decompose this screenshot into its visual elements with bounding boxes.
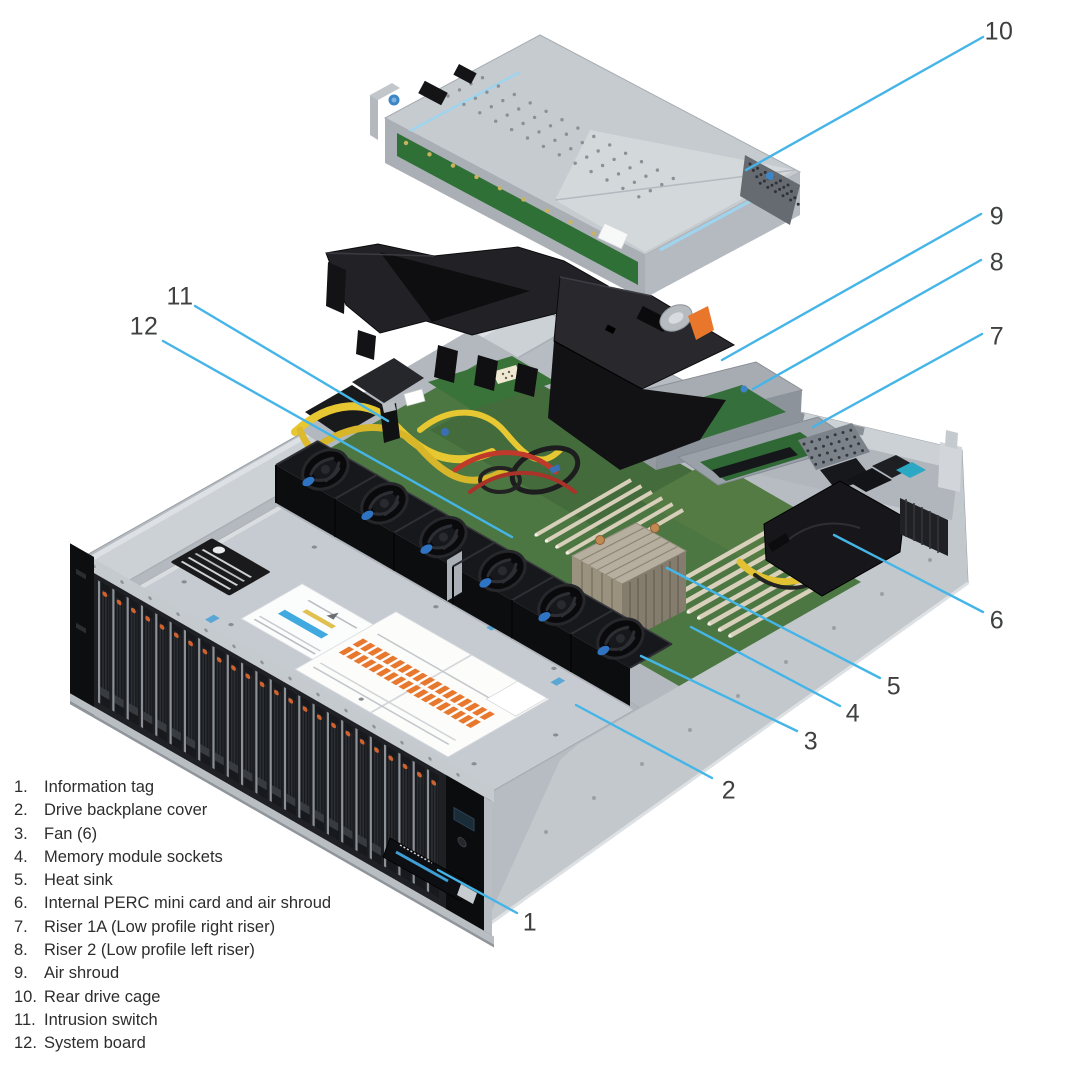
legend-item-label: System board	[44, 1034, 146, 1053]
legend-item-9: 9. Air shroud	[14, 963, 331, 986]
legend-item-6: 6. Internal PERC mini card and air shroud	[14, 893, 331, 916]
callout-number-6: 6	[989, 606, 1005, 635]
legend-item-number: 8.	[14, 941, 28, 960]
rear-io-ports	[846, 455, 948, 556]
callout-number-11: 11	[166, 282, 194, 311]
leader-line-7	[811, 332, 984, 429]
legend-item-number: 1.	[14, 778, 28, 796]
legend-item-label: Riser 2 (Low profile left riser)	[44, 941, 255, 960]
legend-item-number: 7.	[14, 917, 28, 936]
service-label-white-3	[485, 680, 548, 717]
legend-item-number: 3.	[14, 824, 28, 843]
front-panel	[70, 543, 494, 948]
right-control-panel	[446, 774, 492, 936]
legend-item-1: 1. Information tag	[14, 777, 331, 800]
system-board	[291, 330, 948, 686]
legend-item-2: 2. Drive backplane cover	[14, 800, 331, 823]
legend-item-11: 11. Intrusion switch	[14, 1010, 331, 1033]
leader-line-9	[720, 212, 983, 362]
riser-1a	[676, 416, 872, 490]
leader-line-8	[751, 258, 983, 391]
leader-line-10	[744, 35, 985, 172]
callout-number-5: 5	[886, 672, 902, 701]
leader-line-12	[161, 339, 514, 539]
cables	[291, 402, 581, 495]
legend-item-label: Drive backplane cover	[44, 801, 208, 820]
intrusion-switch	[380, 401, 400, 443]
legend-item-10: 10. Rear drive cage	[14, 987, 331, 1010]
service-label-black	[171, 538, 270, 596]
legend-item-number: 6.	[14, 894, 28, 913]
leader-line-6	[832, 533, 985, 614]
leader-line-1	[436, 868, 519, 915]
legend-item-4: 4. Memory module sockets	[14, 847, 331, 870]
callout-number-9: 9	[989, 202, 1005, 231]
legend: 1. Information tag 2. Drive backplane cove…	[14, 777, 331, 1057]
leader-lines	[161, 35, 985, 915]
callout-number-3: 3	[803, 727, 819, 756]
service-label-white-2	[294, 611, 550, 758]
legend-item-number: 5.	[14, 871, 28, 890]
callout-number-4: 4	[845, 699, 861, 728]
legend-item-number: 4.	[14, 847, 28, 866]
left-rack-ear	[70, 543, 94, 718]
air-shroud	[325, 243, 736, 470]
legend-item-label: Heat sink	[44, 871, 113, 890]
legend-item-label: Memory module sockets	[44, 847, 223, 866]
legend-item-number: 10.	[14, 987, 37, 1006]
legend-item-8: 8. Riser 2 (Low profile left riser)	[14, 940, 331, 963]
leader-line-11	[193, 304, 390, 423]
legend-item-3: 3. Fan (6)	[14, 824, 331, 847]
legend-item-number: 9.	[14, 964, 28, 983]
leader-line-3	[639, 654, 799, 733]
legend-item-number: 2.	[14, 801, 28, 820]
rear-drive-cage	[370, 34, 802, 300]
legend-item-number: 12.	[14, 1034, 37, 1053]
leader-line-5	[665, 566, 882, 680]
legend-item-7: 7. Riser 1A (Low profile right riser)	[14, 917, 331, 940]
legend-item-label: Intrusion switch	[44, 1010, 158, 1029]
legend-item-label: Rear drive cage	[44, 987, 161, 1006]
fan-row	[275, 440, 673, 706]
legend-item-label: Air shroud	[44, 964, 120, 983]
legend-item-number: 11.	[14, 1010, 36, 1029]
callout-number-7: 7	[989, 322, 1005, 351]
legend-item-label: Information tag	[44, 778, 155, 796]
callout-number-10: 10	[984, 17, 1014, 46]
legend-item-label: Riser 1A (Low profile right riser)	[44, 917, 276, 936]
legend-item-5: 5. Heat sink	[14, 870, 331, 893]
perc-air-shroud	[736, 480, 905, 597]
legend-item-label: Internal PERC mini card and air shroud	[44, 894, 332, 913]
callout-number-1: 1	[522, 908, 538, 937]
callout-number-8: 8	[989, 248, 1005, 277]
leader-line-2	[574, 703, 714, 780]
leader-line-4	[689, 625, 842, 708]
legend-item-12: 12. System board	[14, 1033, 331, 1056]
legend-item-label: Fan (6)	[44, 824, 98, 843]
callout-number-12: 12	[129, 312, 159, 341]
callout-number-2: 2	[721, 776, 737, 805]
